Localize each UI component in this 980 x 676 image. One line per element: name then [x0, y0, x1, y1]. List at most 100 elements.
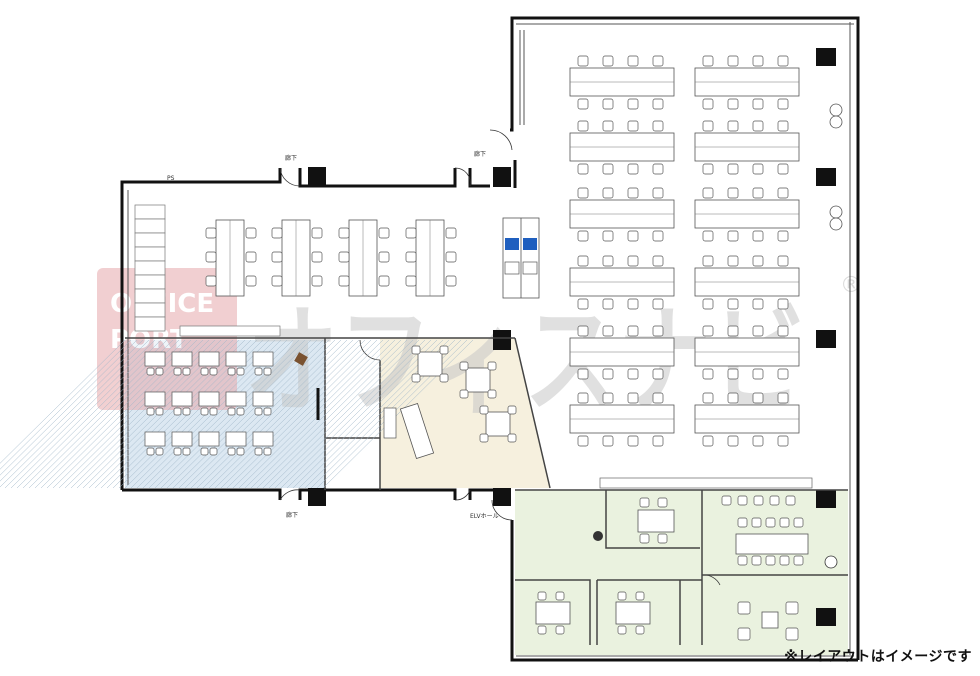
chair-icon	[182, 367, 191, 376]
partition-blue	[523, 238, 537, 250]
hatch-line	[244, 339, 396, 489]
hatch-line	[160, 339, 312, 489]
door-swing-icon	[454, 167, 471, 187]
chair-icon	[155, 447, 164, 456]
chair-icon	[439, 345, 449, 355]
chair-icon	[777, 255, 789, 267]
label-elevator-hall: ELVホール	[470, 513, 499, 520]
chair-icon	[200, 367, 209, 376]
chair-icon	[405, 251, 417, 263]
chair-icon	[777, 368, 789, 380]
chair-icon	[727, 230, 739, 242]
chair-icon	[245, 227, 257, 239]
chair-icon	[702, 98, 714, 110]
chair-icon	[777, 120, 789, 132]
chair-icon	[507, 405, 517, 415]
chair-icon	[652, 298, 664, 310]
hatch-line	[256, 339, 408, 489]
chair-icon	[577, 120, 589, 132]
chair-icon	[602, 368, 614, 380]
chair-icon	[777, 163, 789, 175]
partition-blue	[505, 238, 519, 250]
seminar-seating	[144, 351, 274, 456]
label-ps: PS	[167, 175, 175, 182]
door-swing-icon	[489, 129, 513, 151]
lounge-table	[417, 351, 443, 377]
plant-icon	[824, 555, 838, 569]
chair-icon	[227, 447, 236, 456]
chair-icon	[752, 325, 764, 337]
chair-icon	[785, 627, 799, 641]
chair-icon	[459, 361, 469, 371]
chair-icon	[555, 625, 565, 635]
chair-icon	[639, 497, 650, 508]
chair-icon	[727, 187, 739, 199]
lounge-table	[465, 367, 491, 393]
chair-icon	[727, 298, 739, 310]
hatch-line	[124, 339, 276, 489]
hatch-line	[232, 339, 384, 489]
chair-icon	[602, 55, 614, 67]
pillars	[308, 48, 836, 626]
chair-icon	[507, 433, 517, 443]
hatch-line	[40, 339, 192, 489]
chair-icon	[577, 298, 589, 310]
seminar-desk	[225, 391, 247, 407]
left-wing-top-wall-2	[298, 168, 457, 188]
pillar-icon	[816, 48, 836, 66]
chair-icon	[479, 433, 489, 443]
chair-icon	[627, 368, 639, 380]
chair-icon	[727, 55, 739, 67]
chair-icon	[173, 447, 182, 456]
chair-icon	[338, 227, 350, 239]
chair-icon	[737, 517, 748, 528]
counter	[399, 402, 435, 460]
chair-icon	[378, 275, 390, 287]
chair-icon	[577, 55, 589, 67]
chair-icon	[271, 275, 283, 287]
plant-icon	[829, 217, 843, 231]
door-swing-icon	[279, 167, 301, 187]
pillar-icon	[816, 608, 836, 626]
left-wing-desks	[205, 219, 457, 297]
door-swing-icon	[454, 489, 471, 501]
chair-icon	[182, 447, 191, 456]
chair-icon	[702, 120, 714, 132]
chair-icon	[271, 251, 283, 263]
doors	[279, 129, 721, 586]
layout-note: ※レイアウトはイメージです	[784, 649, 972, 665]
chair-icon	[752, 435, 764, 447]
plants	[829, 103, 843, 231]
seminar-desk	[171, 391, 193, 407]
hatch-line	[0, 339, 144, 482]
chair-icon	[752, 163, 764, 175]
pillar-icon	[308, 167, 326, 187]
chair-icon	[236, 367, 245, 376]
hatch-line	[268, 339, 420, 489]
chair-icon	[173, 367, 182, 376]
chair-icon	[777, 187, 789, 199]
chair-icon	[487, 389, 497, 399]
chair-icon	[627, 435, 639, 447]
chair-icon	[657, 533, 668, 544]
chair-icon	[702, 163, 714, 175]
chair-icon	[311, 251, 323, 263]
chair-icon	[627, 187, 639, 199]
hatch-line	[286, 339, 438, 489]
chair-icon	[577, 163, 589, 175]
chair-icon	[200, 407, 209, 416]
chair-icon	[254, 367, 263, 376]
door-swing-icon	[359, 339, 381, 361]
chair-icon	[752, 120, 764, 132]
chair-icon	[577, 98, 589, 110]
chair-icon	[737, 495, 748, 506]
partitions	[125, 337, 848, 645]
chair-icon	[617, 625, 627, 635]
chair-icon	[146, 367, 155, 376]
chair-icon	[627, 255, 639, 267]
seminar-desk	[144, 391, 166, 407]
chair-icon	[652, 187, 664, 199]
chair-icon	[577, 187, 589, 199]
chair-icon	[555, 591, 565, 601]
chair-icon	[777, 230, 789, 242]
